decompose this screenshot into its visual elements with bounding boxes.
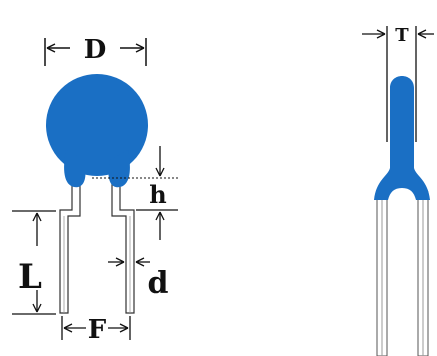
side-view-leads: [376, 191, 429, 356]
diameter-label: D: [84, 35, 107, 65]
lead-spacing-label: F: [88, 315, 107, 345]
lead-diameter-dimension: d: [108, 257, 169, 301]
diameter-dimension: D: [44, 35, 147, 66]
front-view-right-lead: [111, 177, 135, 314]
side-view-body: [374, 76, 430, 200]
thickness-dimension: T: [362, 25, 434, 142]
front-view: D h L d: [12, 35, 178, 345]
front-view-left-lead: [59, 177, 81, 314]
front-view-disc-body: [46, 74, 148, 188]
thickness-label: T: [395, 25, 409, 46]
lead-length-dimension: L: [12, 210, 56, 315]
height-label: h: [149, 180, 166, 209]
lead-diameter-label: d: [148, 266, 169, 301]
lead-length-label: L: [18, 257, 42, 297]
lead-spacing-dimension: F: [61, 315, 131, 345]
side-view: T: [362, 25, 434, 356]
height-dimension: h: [92, 146, 178, 240]
